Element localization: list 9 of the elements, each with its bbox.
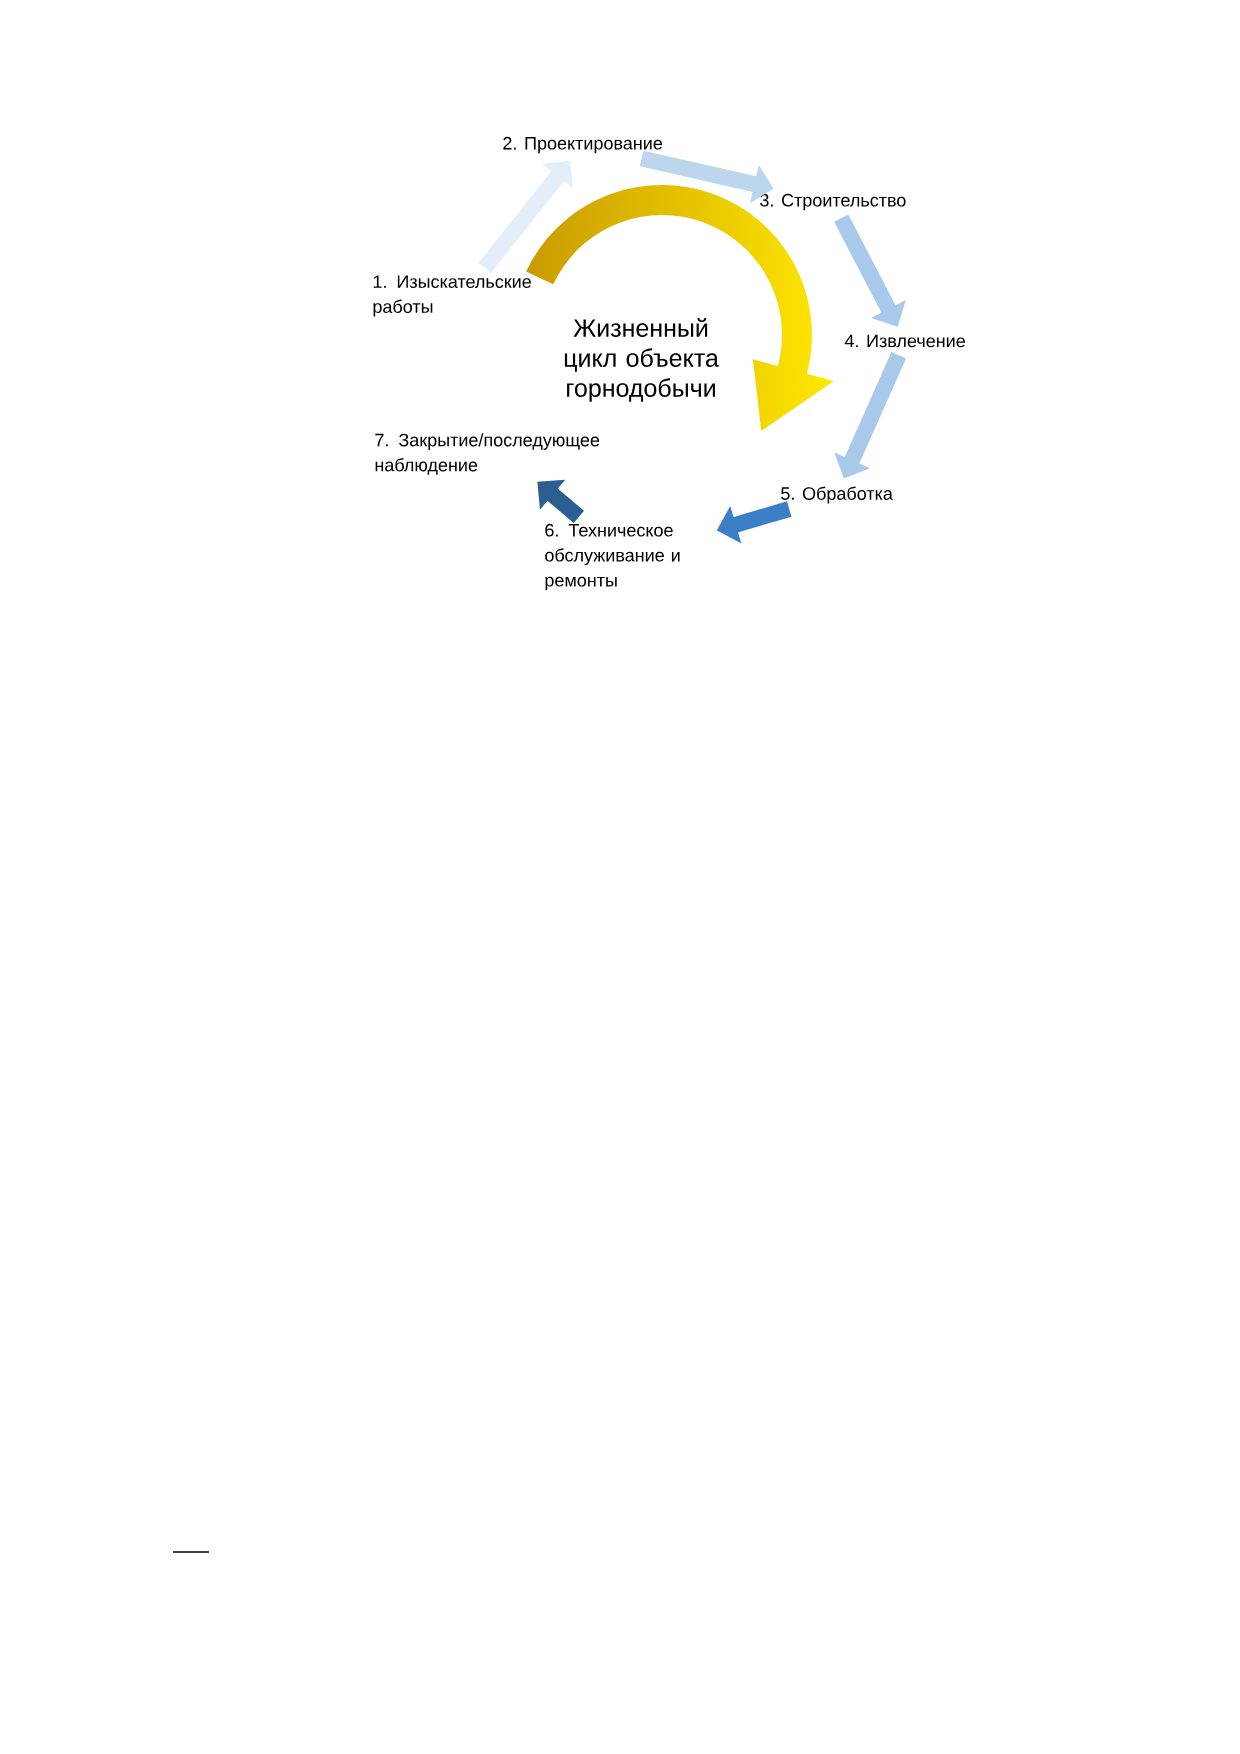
block-arrow bbox=[834, 214, 906, 327]
stage-label: 7. Закрытие/последующее наблюдение bbox=[375, 433, 600, 475]
cycle-title: Жизненный цикл объекта горнодобычи bbox=[564, 318, 719, 402]
stage-label: 6. Техническое обслуживание и ремонты bbox=[545, 523, 680, 591]
stage-label: 5. Обработка bbox=[781, 486, 893, 504]
stage-label: 2. Проектирование bbox=[503, 136, 663, 154]
stage-label: 3. Строительство bbox=[760, 193, 906, 211]
stage-label: 4. Извлечение bbox=[844, 334, 965, 348]
stage-label: 1. Изыскательские работы bbox=[373, 275, 531, 317]
